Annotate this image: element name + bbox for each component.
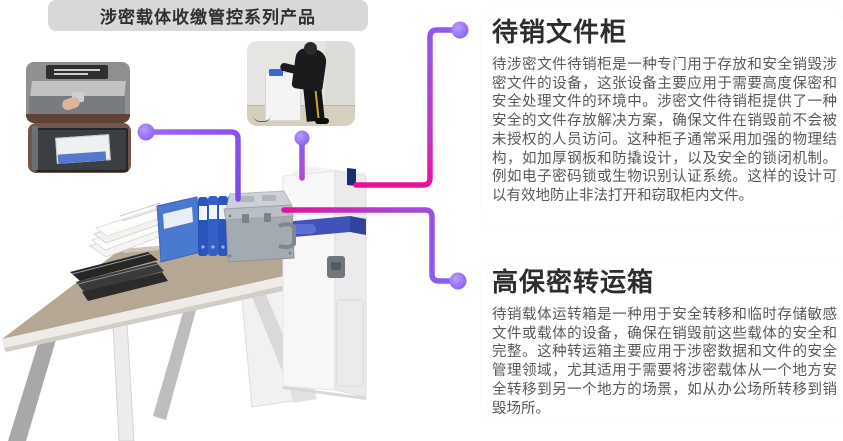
section-destruction-cabinet: 待销文件柜 待涉密文件待销柜是一种专门用于存放和安全销毁涉密文件的设备，这张设备…	[481, 7, 843, 228]
cabinet-operation-photo	[247, 41, 355, 126]
transfer-box-closed-photo	[26, 62, 130, 123]
section-transfer-box: 高保密转运箱 待销载体运转箱是一种用于安全转移和临时存储敏感文件或载体的设备，确…	[481, 257, 843, 423]
series-title: 涉密载体收缴管控系列产品	[100, 8, 316, 27]
binder-row	[156, 195, 237, 263]
hard-drive-stack	[70, 252, 168, 301]
cabinet-screen	[269, 69, 283, 76]
box-lock	[72, 92, 84, 102]
box-label	[46, 65, 108, 79]
section-body-transfer-box: 待销载体运转箱是一种用于安全转移和临时存储敏感文件或载体的设备，确保在销毁前这些…	[492, 307, 837, 417]
transfer-box-open-photo	[28, 123, 131, 173]
destruction-cabinet-render	[282, 166, 368, 400]
section-heading-destruction-cabinet: 待销文件柜	[492, 17, 628, 47]
section-heading-transfer-box: 高保密转运箱	[492, 267, 655, 297]
section-body-destruction-cabinet: 待涉密文件待销柜是一种专门用于存放和安全销毁涉密文件的设备，这张设备主要应用于需…	[492, 57, 837, 204]
series-title-banner: 涉密载体收缴管控系列产品	[48, 0, 368, 31]
transfer-box-render	[223, 190, 296, 263]
